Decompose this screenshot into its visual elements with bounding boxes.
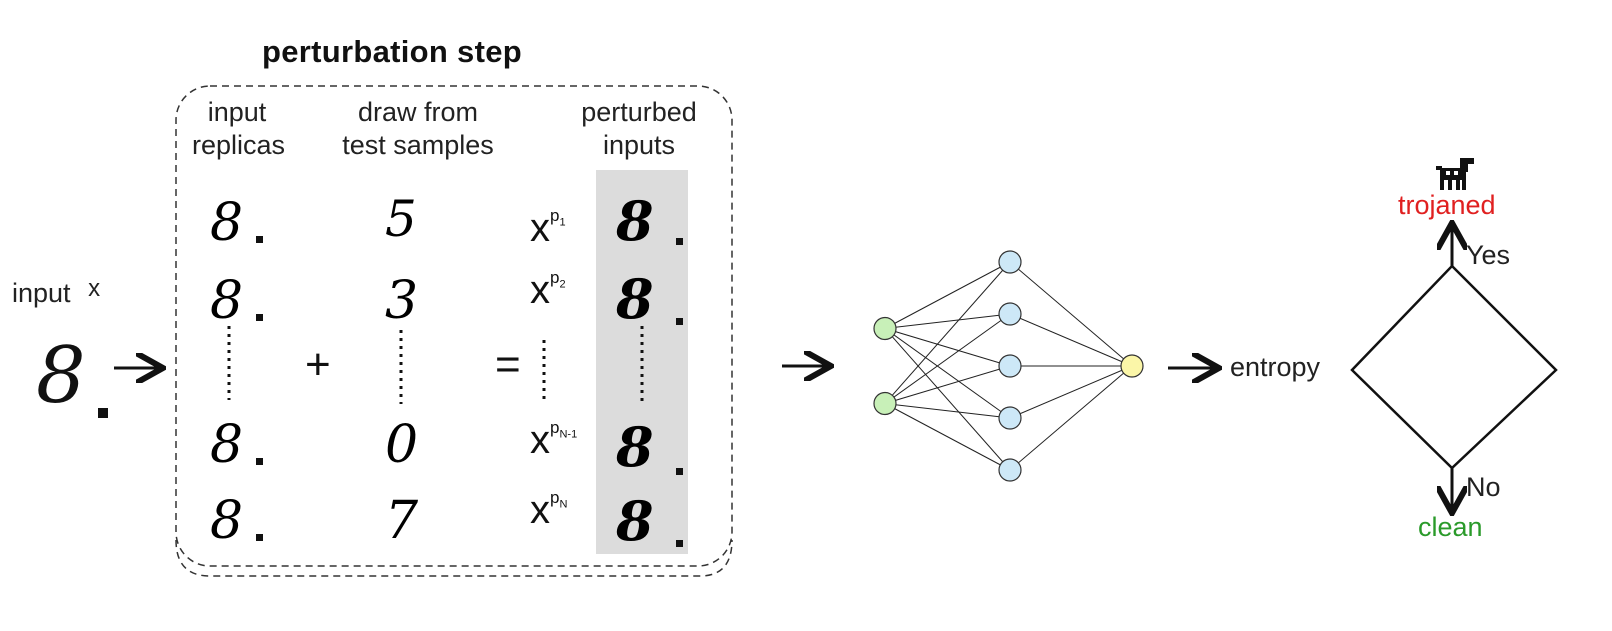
replica-trigger-3 (256, 458, 263, 465)
replica-trigger-2 (256, 314, 263, 321)
network-node (998, 406, 1022, 430)
replica-trigger-4 (256, 534, 263, 541)
network-edge (1009, 365, 1133, 419)
perturbed-header-line2: inputs (602, 130, 676, 160)
input-digit: 8 (36, 331, 108, 421)
equals-operator: = (495, 340, 521, 389)
perturbed-header-line1: perturbed (581, 97, 697, 127)
replica-digit-1: 8 (210, 193, 243, 253)
perturbed-digit-2: 8 (615, 267, 654, 331)
network-edge (884, 328, 1011, 419)
network-edge (884, 261, 1011, 404)
network-edge (1009, 261, 1133, 367)
network-node (998, 302, 1022, 326)
replicas-header-line1: input (207, 97, 267, 127)
entropy-label: entropy (1230, 352, 1321, 382)
network-edge (884, 328, 1011, 471)
network-edge (1009, 313, 1133, 367)
draws-header-line1: draw from (357, 97, 479, 127)
network-edge (884, 313, 1011, 404)
sample-column: 5 3 0 7 (385, 190, 419, 551)
plus-operator: + (305, 340, 331, 389)
replica-digit-2: 8 (210, 271, 243, 331)
yes-label: Yes (1466, 240, 1511, 270)
perturbed-var-n-1: xpN-1 (530, 417, 578, 462)
perturbed-var-2: xp2 (530, 267, 566, 312)
network-node (873, 316, 897, 341)
perturbed-panel (596, 170, 688, 554)
svg-text:8: 8 (36, 331, 86, 421)
network-edge (884, 328, 1011, 367)
perturbation-box (175, 85, 733, 567)
perturbed-var-1: xp1 (530, 205, 566, 250)
perturbed-var-n: xpN (530, 487, 568, 532)
input-label: input x (12, 275, 101, 309)
network-edge (884, 261, 1011, 329)
network-edge (884, 313, 1011, 329)
no-label: No (1466, 472, 1501, 502)
perturbed-digit-3: 8 (615, 415, 654, 479)
trojaned-label: trojaned (1398, 190, 1496, 220)
replica-column: 8 8 8 8 (210, 193, 263, 551)
perturbed-digit-4: 8 (615, 489, 654, 553)
sample-digit-4: 7 (385, 491, 419, 551)
replica-trigger-1 (256, 236, 263, 243)
horse-icon (1436, 158, 1474, 190)
network-node (998, 250, 1022, 274)
input-trigger-mark (98, 408, 108, 418)
clean-label: clean (1418, 512, 1483, 542)
network-edge (884, 403, 1011, 419)
sample-digit-2: 3 (385, 271, 418, 331)
perturbed-digit-1: 8 (615, 189, 654, 253)
perturbation-box-shadow (175, 539, 733, 577)
diagram-title: perturbation step (262, 34, 523, 69)
network-edge (884, 403, 1011, 471)
network-node (1120, 354, 1144, 378)
replicas-header-line2: replicas (192, 130, 286, 160)
neural-network (873, 250, 1144, 482)
sample-digit-3: 0 (385, 415, 418, 475)
replicas-header: input replicas (192, 96, 286, 162)
input-label-text: input (12, 278, 71, 308)
perturbed-header: perturbed inputs (572, 96, 706, 162)
network-node (998, 354, 1022, 378)
network-edge (1009, 365, 1133, 471)
replica-digit-4: 8 (210, 491, 243, 551)
network-node (998, 458, 1022, 482)
sample-digit-1: 5 (385, 190, 417, 248)
decision-diamond (1350, 264, 1558, 470)
draws-header-line2: test samples (342, 130, 494, 160)
replica-digit-3: 8 (210, 415, 243, 475)
input-var: x (88, 275, 101, 302)
network-node (873, 391, 897, 416)
network-edge (884, 365, 1011, 404)
draws-header: draw from test samples (338, 96, 498, 162)
perturbed-column: 8 8 8 8 (615, 189, 683, 553)
